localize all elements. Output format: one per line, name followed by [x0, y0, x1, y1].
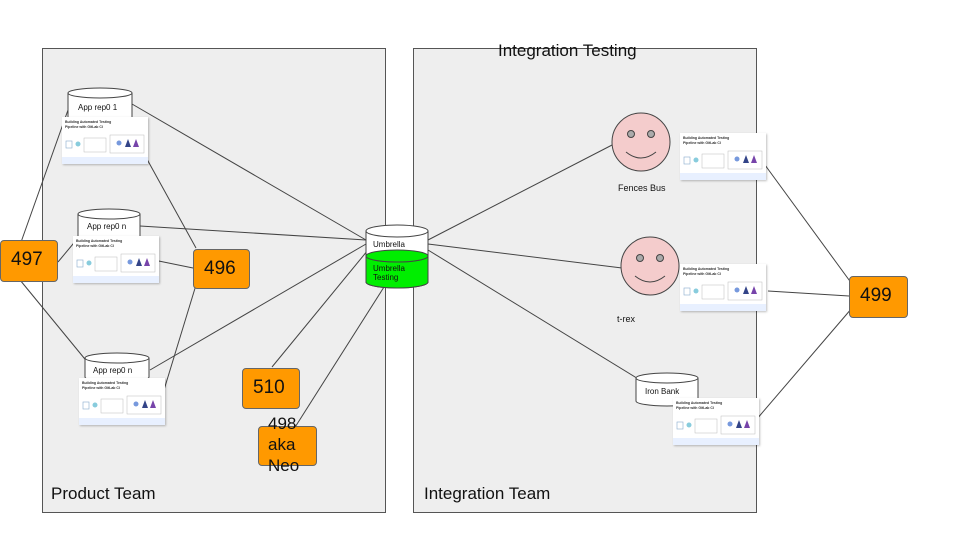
connector-thumb1-499 — [764, 164, 853, 285]
connector-thumb2-499 — [767, 290, 850, 297]
slide-thumbnail: Building Automated Testing Pipeline with… — [673, 398, 759, 445]
iron-bank-label: Iron Bank — [645, 387, 680, 396]
tag-498-label: 498 aka Neo — [268, 414, 300, 475]
thumbnail-title: Building Automated Testing Pipeline with… — [76, 239, 123, 248]
fences-bus-label: Fences Bus — [618, 183, 666, 193]
connector-umbrella-fences — [427, 143, 615, 241]
tag-510: 510 — [242, 368, 300, 409]
app-repo-3-label: App rep0 n — [93, 366, 133, 375]
tag-497: 497 — [0, 240, 58, 282]
slide-thumbnail: Building Automated Testing Pipeline with… — [73, 236, 159, 283]
connector-497-app1 — [19, 109, 69, 246]
fences-bus-face-icon — [611, 112, 671, 172]
thumbnail-title: Building Automated Testing Pipeline with… — [683, 267, 730, 276]
umbrella-label: Umbrella — [373, 240, 406, 249]
umbrella-cylinder — [365, 224, 429, 289]
slide-thumbnail: Building Automated Testing Pipeline with… — [680, 264, 766, 311]
connector-app3-umbrella — [149, 243, 367, 371]
connector-app1-umbrella — [131, 103, 367, 241]
tag-498-box — [258, 426, 317, 466]
thumbnail-title: Building Automated Testing Pipeline with… — [65, 120, 112, 129]
thumbnail-graphic — [680, 150, 766, 180]
app-repo-1-label: App rep0 1 — [78, 103, 118, 112]
thumbnail-graphic — [680, 281, 766, 311]
app-repo-2-label: App rep0 n — [87, 222, 127, 231]
integration-team-label: Integration Team — [424, 484, 551, 503]
thumbnail-graphic — [79, 395, 165, 425]
app-repo-3-cylinder — [84, 352, 150, 383]
umbrella-testing-label: Umbrella Testing — [373, 264, 406, 282]
t-rex-face-icon — [620, 236, 680, 296]
page-title: Integration Testing — [498, 41, 637, 60]
connector-app2-umbrella — [139, 225, 367, 241]
slide-thumbnail: Building Automated Testing Pipeline with… — [62, 117, 148, 164]
t-rex-label: t-rex — [617, 314, 635, 324]
thumbnail-title: Building Automated Testing Pipeline with… — [82, 381, 129, 390]
connector-app3-496 — [159, 284, 197, 404]
connector-umbrella-trex — [427, 243, 623, 269]
tag-496: 496 — [193, 249, 250, 289]
slide-thumbnail: Building Automated Testing Pipeline with… — [680, 133, 766, 180]
connector-498-umbrella-testing — [291, 286, 385, 433]
connector-umbrella-ironbank — [427, 249, 641, 381]
thumbnail-title: Building Automated Testing Pipeline with… — [683, 136, 730, 145]
connector-510-umbrella — [271, 249, 369, 368]
thumbnail-title: Building Automated Testing Pipeline with… — [676, 401, 723, 410]
thumbnail-graphic — [673, 415, 759, 445]
tag-499: 499 — [849, 276, 908, 318]
connector-thumb3-499 — [755, 307, 853, 421]
slide-thumbnail: Building Automated Testing Pipeline with… — [79, 378, 165, 425]
product-team-label: Product Team — [51, 484, 156, 503]
thumbnail-graphic — [73, 253, 159, 283]
thumbnail-graphic — [62, 134, 148, 164]
